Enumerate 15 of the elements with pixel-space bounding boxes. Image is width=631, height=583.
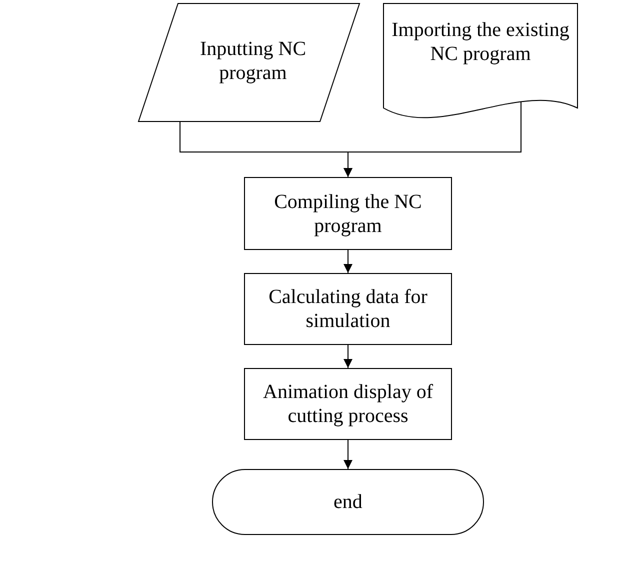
- node-label: Animation display of cutting process: [262, 380, 434, 428]
- arrow: [344, 250, 352, 274]
- node-label: Importing the existing NC program: [390, 18, 570, 66]
- arrow: [344, 344, 352, 368]
- node-label: Calculating data for simulation: [268, 285, 428, 333]
- node-label: Inputting NC program: [198, 36, 308, 84]
- terminator-shape: [212, 469, 484, 535]
- arrow: [344, 440, 352, 470]
- input-parallelogram: [138, 3, 360, 122]
- process-box: [244, 368, 452, 440]
- node-label: end: [334, 490, 362, 514]
- process-box: [244, 177, 452, 250]
- process-box: [244, 273, 452, 345]
- node-label: Compiling the NC program: [273, 190, 423, 238]
- arrow: [344, 102, 522, 178]
